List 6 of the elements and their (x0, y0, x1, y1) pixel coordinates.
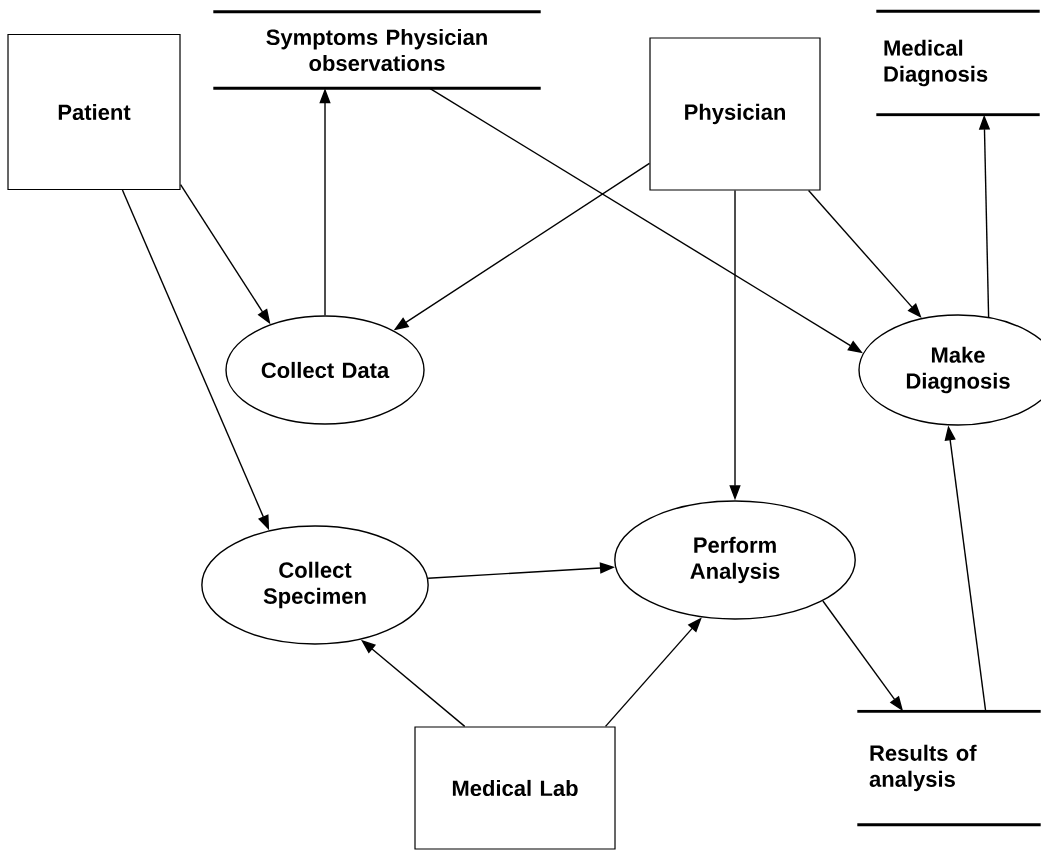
data-store: Medical Diagnosis (876, 9, 1040, 117)
entity-box: Medical Lab (414, 726, 616, 850)
entity-box: Patient (7, 33, 181, 191)
entity-box: Physician (649, 37, 821, 191)
data-store: Results of analysis (857, 709, 1041, 827)
data-store: Symptoms Physician observations (213, 10, 541, 90)
